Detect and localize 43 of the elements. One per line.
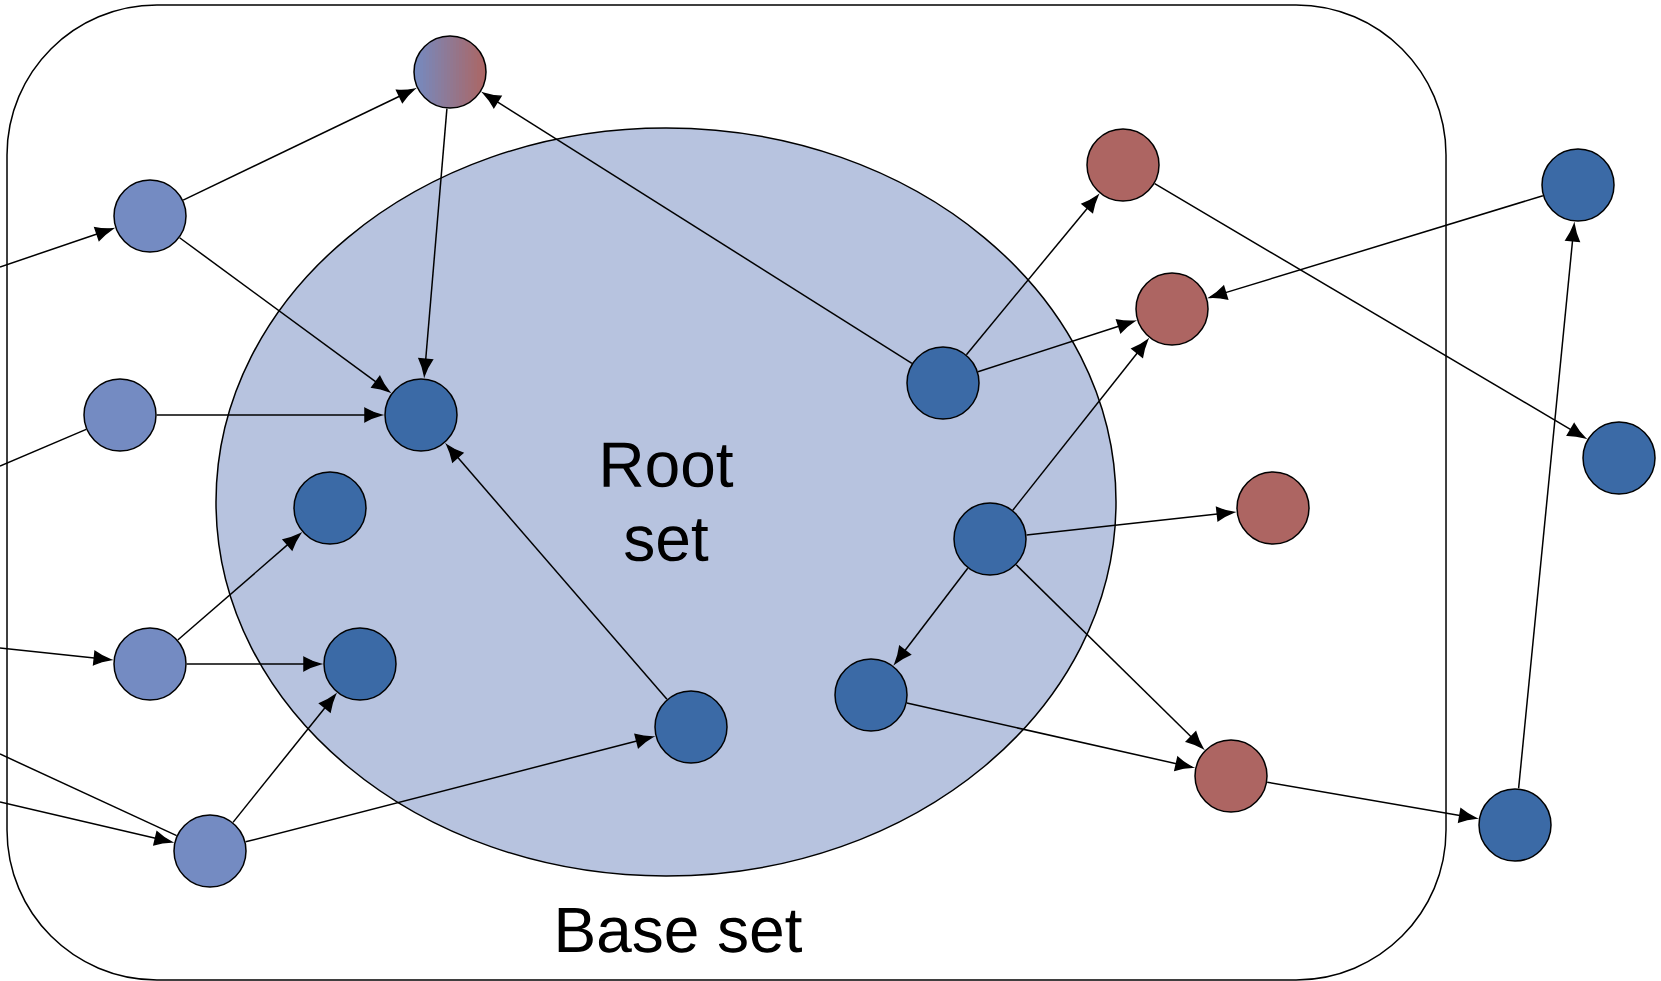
node-circle (834, 658, 908, 732)
node-circle (1541, 148, 1615, 222)
node-circle (413, 35, 487, 109)
node-circle (323, 627, 397, 701)
node-circle (293, 471, 367, 545)
node-circle (1236, 471, 1310, 545)
arrow (965, 194, 1099, 356)
arrow (156, 407, 383, 423)
arrow (0, 227, 114, 268)
arrow (232, 694, 336, 824)
node-circle (384, 378, 458, 452)
node-circle (173, 814, 247, 888)
arrow (418, 107, 448, 377)
arrow (186, 656, 322, 672)
arrow (1015, 564, 1204, 749)
arrow (244, 733, 654, 843)
node-circle (83, 378, 157, 452)
arrow (1266, 781, 1477, 823)
node-circle (906, 346, 980, 420)
arrow (906, 702, 1194, 771)
arrow (894, 567, 969, 665)
node-circle (113, 179, 187, 253)
node-circle (654, 690, 728, 764)
arrow (0, 647, 112, 666)
arrow (1517, 223, 1580, 790)
arrow (1209, 195, 1544, 300)
node-circle (1478, 788, 1552, 862)
arrow (1025, 506, 1235, 536)
arrow (0, 801, 173, 846)
arrow (178, 237, 390, 393)
node-circle (1086, 128, 1160, 202)
node-circle (1194, 739, 1268, 813)
arrow (977, 319, 1135, 373)
node-circle (1135, 272, 1209, 346)
node-circle (1582, 421, 1656, 495)
arrow (1153, 182, 1586, 439)
node-circle (113, 627, 187, 701)
arrow (182, 88, 415, 201)
arrow (446, 444, 668, 700)
node-circle (953, 502, 1027, 576)
arrow (1012, 339, 1149, 511)
arrow (482, 92, 913, 365)
arrow (177, 533, 301, 641)
